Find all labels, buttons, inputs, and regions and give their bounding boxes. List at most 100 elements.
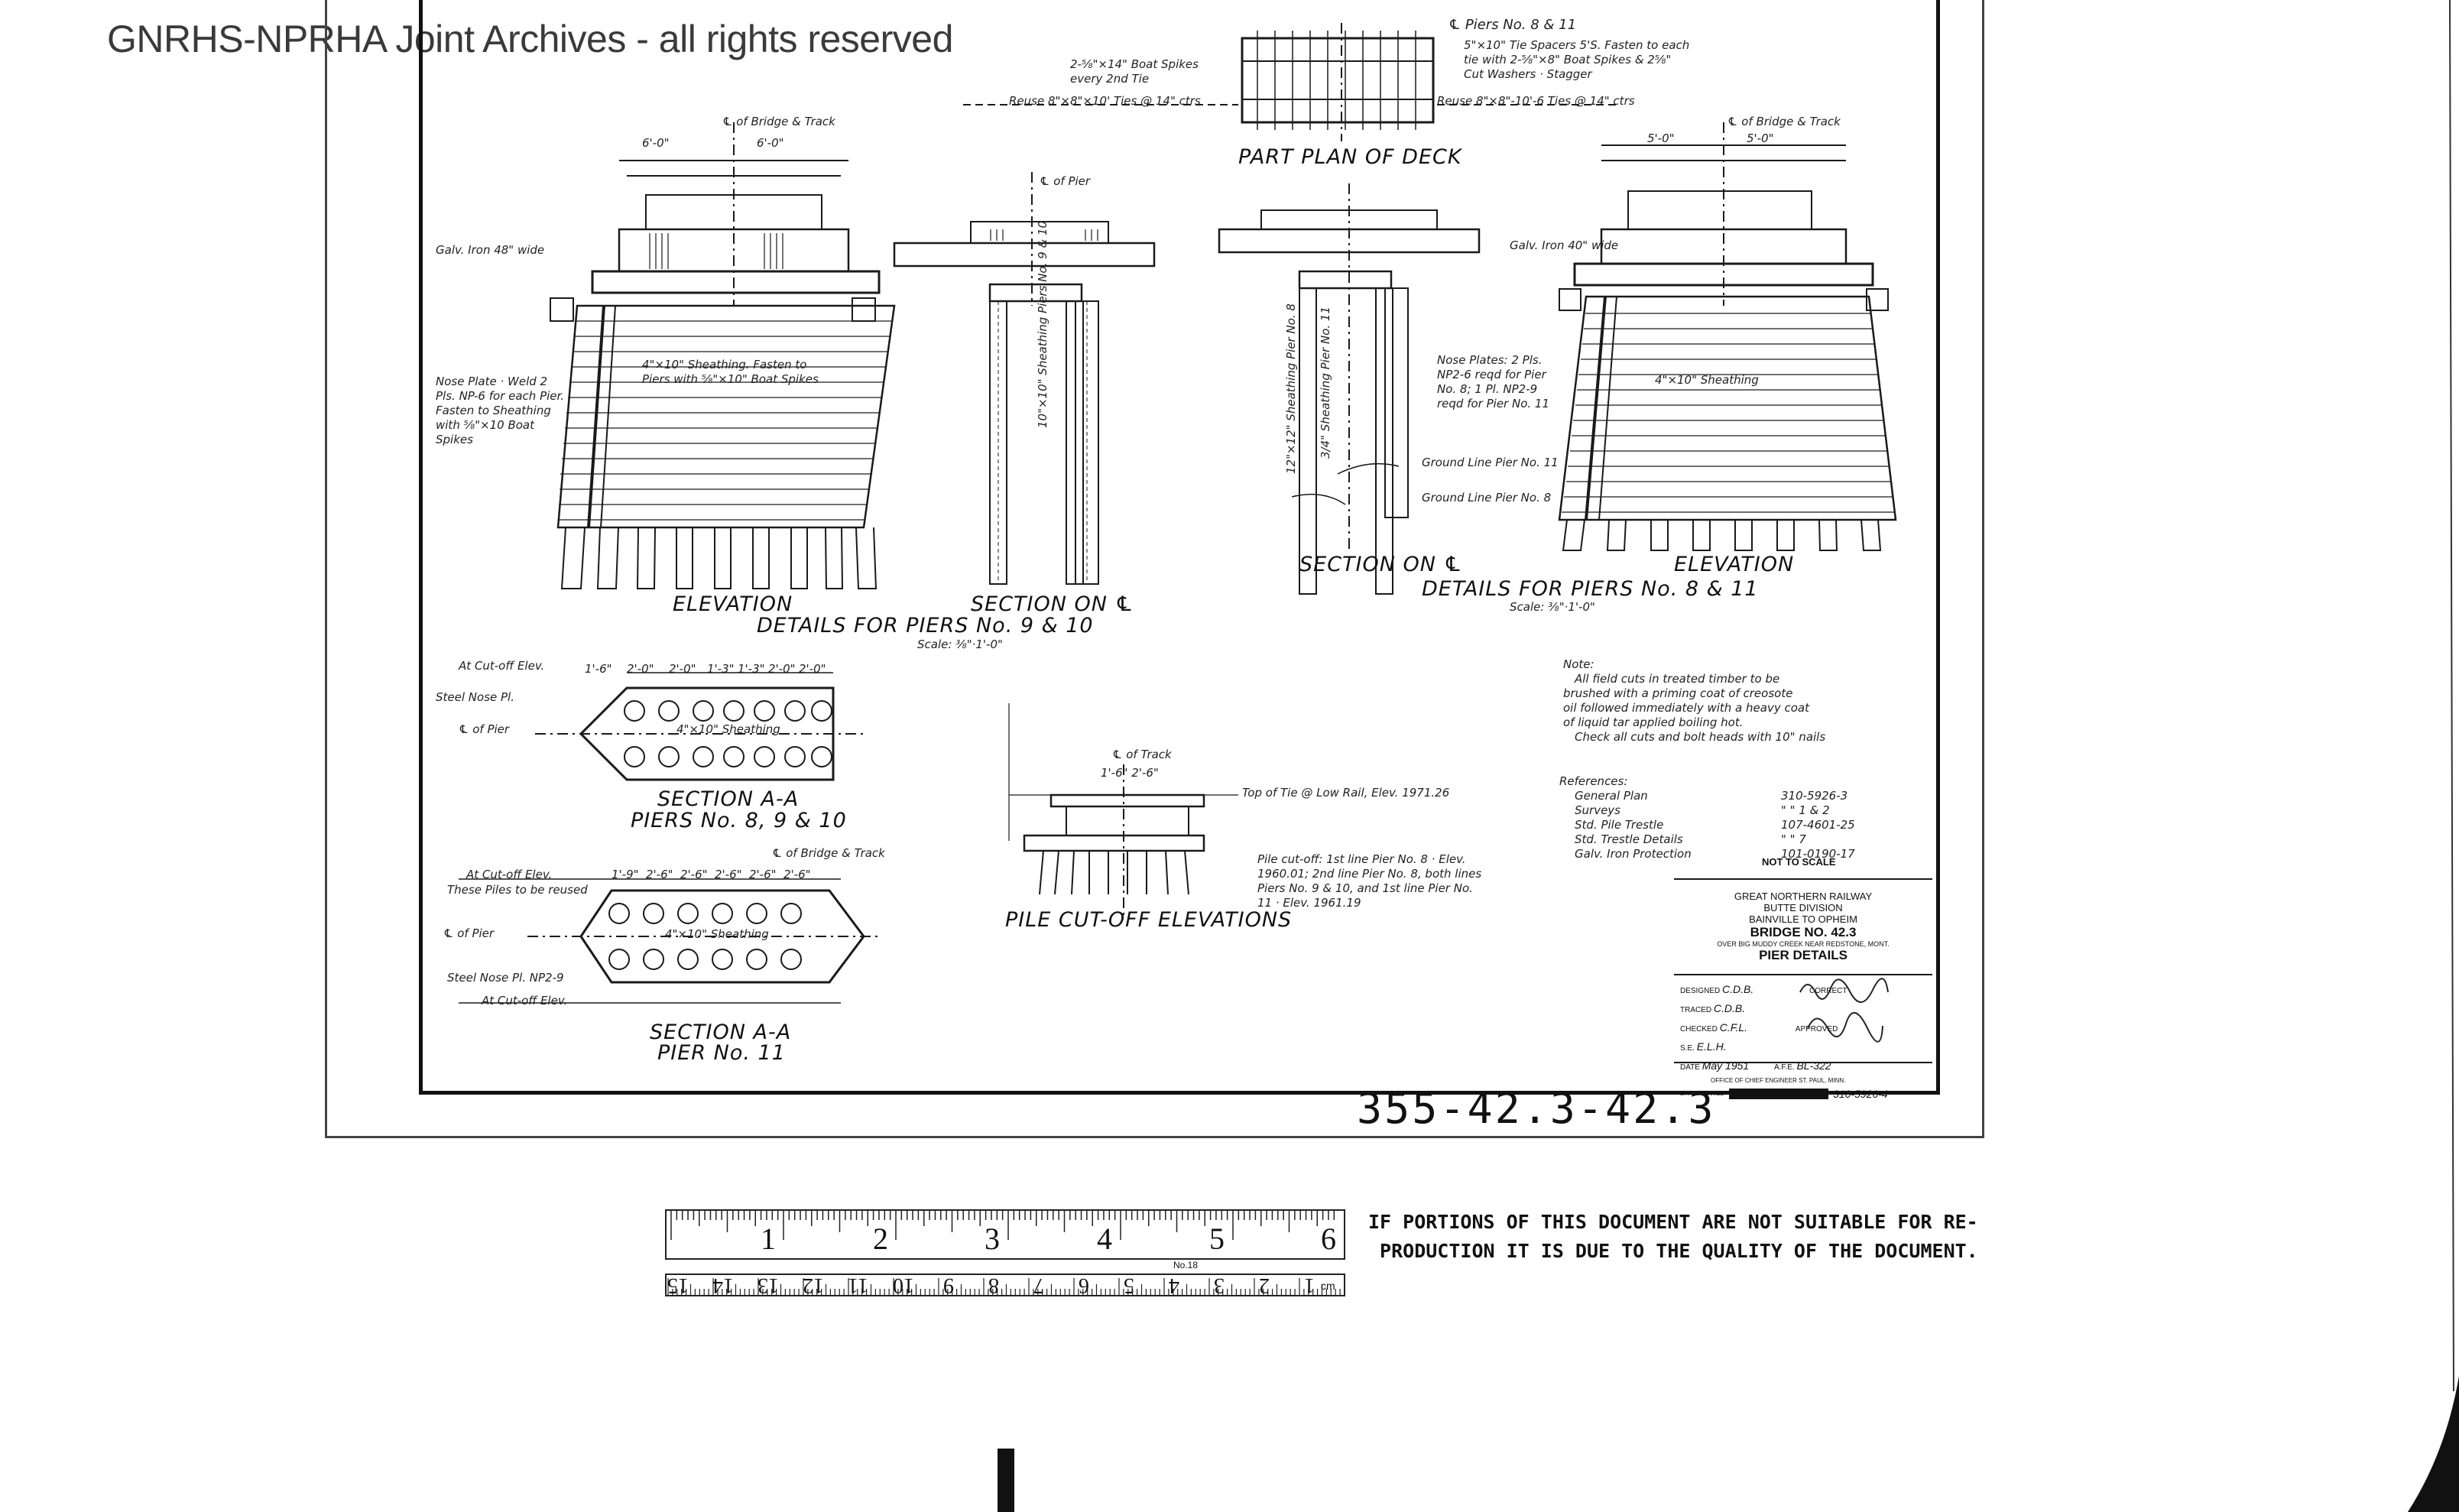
ruler-number-bottom: 6	[1079, 1274, 1089, 1297]
callout-of-pier: ℄ of Pier	[1040, 174, 1091, 188]
note-line: oil followed immediately with a heavy co…	[1563, 701, 1809, 715]
watermark-text: GNRHS-NPRHA Joint Archives - all rights …	[107, 18, 953, 60]
ruler-number-top: 2	[873, 1222, 888, 1256]
railway-name: GREAT NORTHERN RAILWAY	[1734, 891, 1873, 902]
section-aa-piers-8-9-10	[535, 672, 864, 781]
note-line: brushed with a priming coat of creosote	[1563, 686, 1793, 700]
ruler-number-top: 6	[1321, 1222, 1336, 1256]
section-cutoff-elev-3: At Cut-off Elev.	[482, 994, 568, 1007]
callout-tie-spacers: 5"×10" Tie Spacers 5'S. Fasten to each t…	[1464, 38, 1690, 81]
se-label: S.E.	[1680, 1044, 1695, 1053]
correct-label: CORRECT	[1809, 987, 1847, 995]
division-name: BUTTE DIVISION	[1763, 902, 1843, 913]
traced-label: TRACED	[1680, 1006, 1712, 1014]
checked-by: C.F.L.	[1719, 1021, 1747, 1033]
ruler-number-bottom: 11	[848, 1274, 868, 1297]
callout-piers-8-11: ℄ Piers No. 8 & 11	[1448, 17, 1577, 33]
checked-row: CHECKED C.F.L. APPROVED	[1680, 1019, 1932, 1038]
reference-row: Std. Trestle Details" " 7	[1559, 832, 1880, 847]
section-aa-2-subtitle: PIER No. 11	[657, 1041, 786, 1065]
ruler-number-bottom: 10	[893, 1274, 914, 1297]
reference-name: Surveys	[1575, 803, 1620, 817]
general-note: Note: All field cuts in treated timber t…	[1563, 657, 1825, 745]
callout-nose-plates-right: Nose Plates: 2 Pls. NP2-6 reqd for Pier …	[1437, 353, 1549, 410]
dim-right-top-2: 5'-0"	[1747, 131, 1774, 145]
callout-sheathing-sec2: 4"×10" Sheathing	[665, 927, 769, 941]
section-cl-piers-9-10	[893, 172, 1156, 585]
section-aa-1-title: SECTION A-A	[657, 787, 800, 811]
dim-sec1-6: 2'-0"	[768, 662, 796, 676]
designed-row: DESIGNED C.D.B. CORRECT	[1680, 981, 1932, 1000]
callout-sheathing-left: 4"×10" Sheathing. Fasten to Piers with ⅝…	[642, 358, 819, 386]
callout-sheathing-right: 4"×10" Sheathing	[1655, 373, 1759, 387]
ruler-number-top: 3	[985, 1222, 1000, 1256]
ruler-number-top: 1	[761, 1222, 776, 1256]
ruler-number-top: 4	[1097, 1222, 1112, 1256]
dim-right-top-1: 5'-0"	[1647, 131, 1675, 145]
note-line: Check all cuts and bolt heads with 10" n…	[1575, 730, 1826, 744]
callout-of-pier-sec1: ℄ of Pier	[459, 722, 510, 736]
ruler-number-bottom: 14	[712, 1274, 734, 1297]
callout-steel-nose-np9: Steel Nose Pl. NP2-9	[447, 971, 564, 985]
callout-galv-iron-left: Galv. Iron 48" wide	[436, 243, 545, 257]
pile-cutoff-title: PILE CUT-OFF ELEVATIONS	[1005, 908, 1293, 932]
section-aa-pier-11	[459, 878, 879, 1004]
ruler-number-bottom: 12	[803, 1274, 824, 1297]
reference-number: 101-0190-17	[1781, 847, 1855, 861]
reference-number: 310-5926-3	[1781, 789, 1848, 803]
callout-these-piles: These Piles to be reused	[447, 883, 588, 897]
dim-sec1-1: 1'-6"	[585, 662, 612, 676]
reference-name: General Plan	[1575, 789, 1648, 803]
disclaimer-text: IF PORTIONS OF THIS DOCUMENT ARE NOT SUI…	[1368, 1211, 1978, 1262]
se-row: S.E. E.L.H.	[1680, 1038, 1932, 1057]
ruler-number-bottom: 4	[1169, 1274, 1179, 1297]
section-cl-left-title: SECTION ON ℄	[971, 592, 1134, 616]
section-cl-piers-8-11	[1218, 183, 1481, 595]
date-printed-label: DATE PRINTED	[1680, 1090, 1725, 1097]
drawing-number: 355-42.3-42.3	[1357, 1084, 1716, 1133]
dim-sec2-4: 2'-6"	[715, 868, 742, 881]
dim-sec2-3: 2'-6"	[680, 868, 708, 881]
section-aa-1-subtitle: PIERS No. 8, 9 & 10	[631, 809, 847, 832]
callout-bridge-track-sec2: ℄ of Bridge & Track	[772, 846, 885, 860]
elevation-piers-9-10	[550, 122, 896, 589]
afe-label: A.F.E.	[1773, 1063, 1795, 1072]
reference-row: General Plan 310-5926-3	[1559, 789, 1880, 803]
callout-sheathing-piers-9-10: 10"×10" Sheathing Piers No. 9 & 10	[1036, 220, 1049, 428]
scan-mark	[998, 1449, 1014, 1512]
callout-of-pier-sec2: ℄ of Pier	[443, 926, 495, 940]
designed-label: DESIGNED	[1680, 987, 1721, 995]
note-title: Note:	[1563, 657, 1594, 671]
note-line: All field cuts in treated timber to be	[1575, 672, 1780, 686]
dim-left-top-2: 6'-0"	[757, 136, 784, 150]
callout-steel-nose: Steel Nose Pl.	[436, 690, 514, 704]
traced-row: TRACED C.D.B.	[1680, 1000, 1932, 1019]
se-by: E.L.H.	[1696, 1040, 1727, 1053]
details-9-10-scale: Scale: ⅜"·1'-0"	[917, 638, 1003, 651]
not-to-scale: NOT TO SCALE	[1762, 856, 1836, 868]
reference-name: Std. Trestle Details	[1575, 832, 1683, 846]
ruler-ticks	[665, 1209, 1345, 1296]
sheet-title: PIER DETAILS	[1759, 948, 1847, 962]
dim-left-top-1: 6'-0"	[642, 136, 670, 150]
reference-row: Surveys " " 1 & 2	[1559, 803, 1880, 818]
callout-sheathing-sec1: 4"×10" Sheathing	[676, 722, 780, 736]
callout-reuse-ties-left: Reuse 8"×8"×10' Ties @ 14" ctrs	[1009, 94, 1201, 108]
ruler-model: No.18	[1173, 1260, 1199, 1270]
dim-sec1-5: 1'-3"	[738, 662, 765, 676]
callout-sheathing-pier-8: 12"×12" Sheathing Pier No. 8	[1284, 303, 1298, 474]
dim-sec1-2: 2'-0"	[627, 662, 654, 676]
signature-block: DESIGNED C.D.B. CORRECT TRACED C.D.B. CH…	[1680, 981, 1932, 1102]
ruler-number-bottom: 2	[1259, 1274, 1270, 1297]
part-plan-deck	[963, 23, 1620, 141]
callout-reuse-ties-right: Reuse 8"×8"-10'-6 Ties @ 14" ctrs	[1437, 94, 1635, 108]
dim-sec1-7: 2'-0"	[799, 662, 826, 676]
elevation-piers-8-11	[1558, 122, 1897, 551]
ruler-number-bottom: 3	[1214, 1274, 1225, 1297]
callout-bridge-track-left: ℄ of Bridge & Track	[722, 115, 835, 128]
reference-number: " " 1 & 2	[1781, 803, 1830, 817]
sheet-inner-border	[419, 0, 1940, 1095]
title-block-frame	[1674, 878, 1932, 1063]
